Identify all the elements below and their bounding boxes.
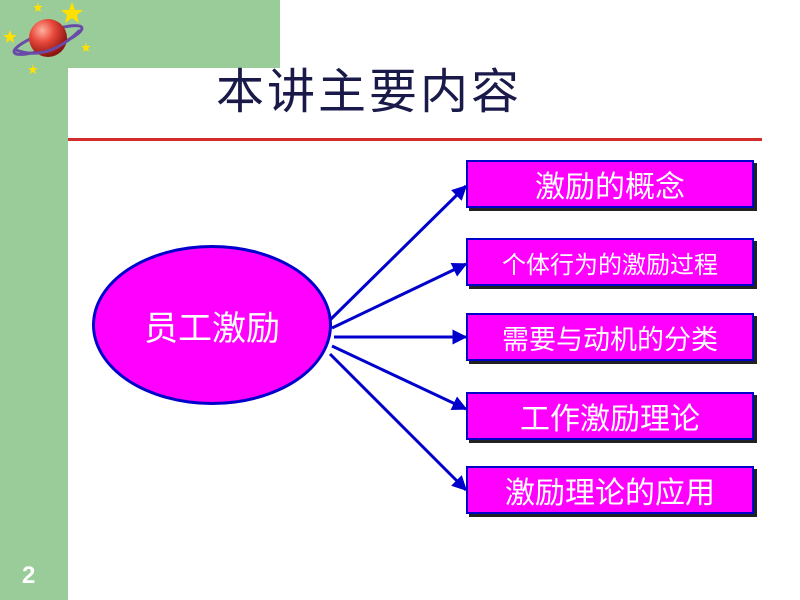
topic-label: 激励理论的应用: [505, 476, 715, 511]
topic-box-needs: 需要与动机的分类: [466, 313, 754, 361]
topic-box-process: 个体行为的激励过程: [466, 238, 754, 286]
topic-box-concept: 激励的概念: [466, 160, 754, 208]
title-underline: [68, 138, 762, 141]
arrow-to-topic-2: [331, 262, 468, 330]
topic-label: 个体行为的激励过程: [502, 250, 718, 279]
left-green-band: [0, 0, 68, 600]
page-number: 2: [22, 562, 36, 589]
planet-with-stars-icon: [3, 2, 91, 74]
arrow-to-topic-5: [328, 352, 468, 492]
topic-label: 激励的概念: [535, 170, 685, 205]
topic-label: 需要与动机的分类: [502, 324, 718, 356]
center-node-label: 员工激励: [144, 308, 280, 349]
topic-box-theories: 工作激励理论: [466, 392, 754, 440]
arrow-to-topic-1: [328, 184, 468, 322]
center-node: 员工激励: [92, 245, 332, 405]
topic-box-application: 激励理论的应用: [466, 466, 754, 514]
slide-title: 本讲主要内容: [216, 64, 523, 120]
topic-label: 工作激励理论: [520, 402, 700, 437]
arrow-to-topic-4: [331, 344, 468, 411]
